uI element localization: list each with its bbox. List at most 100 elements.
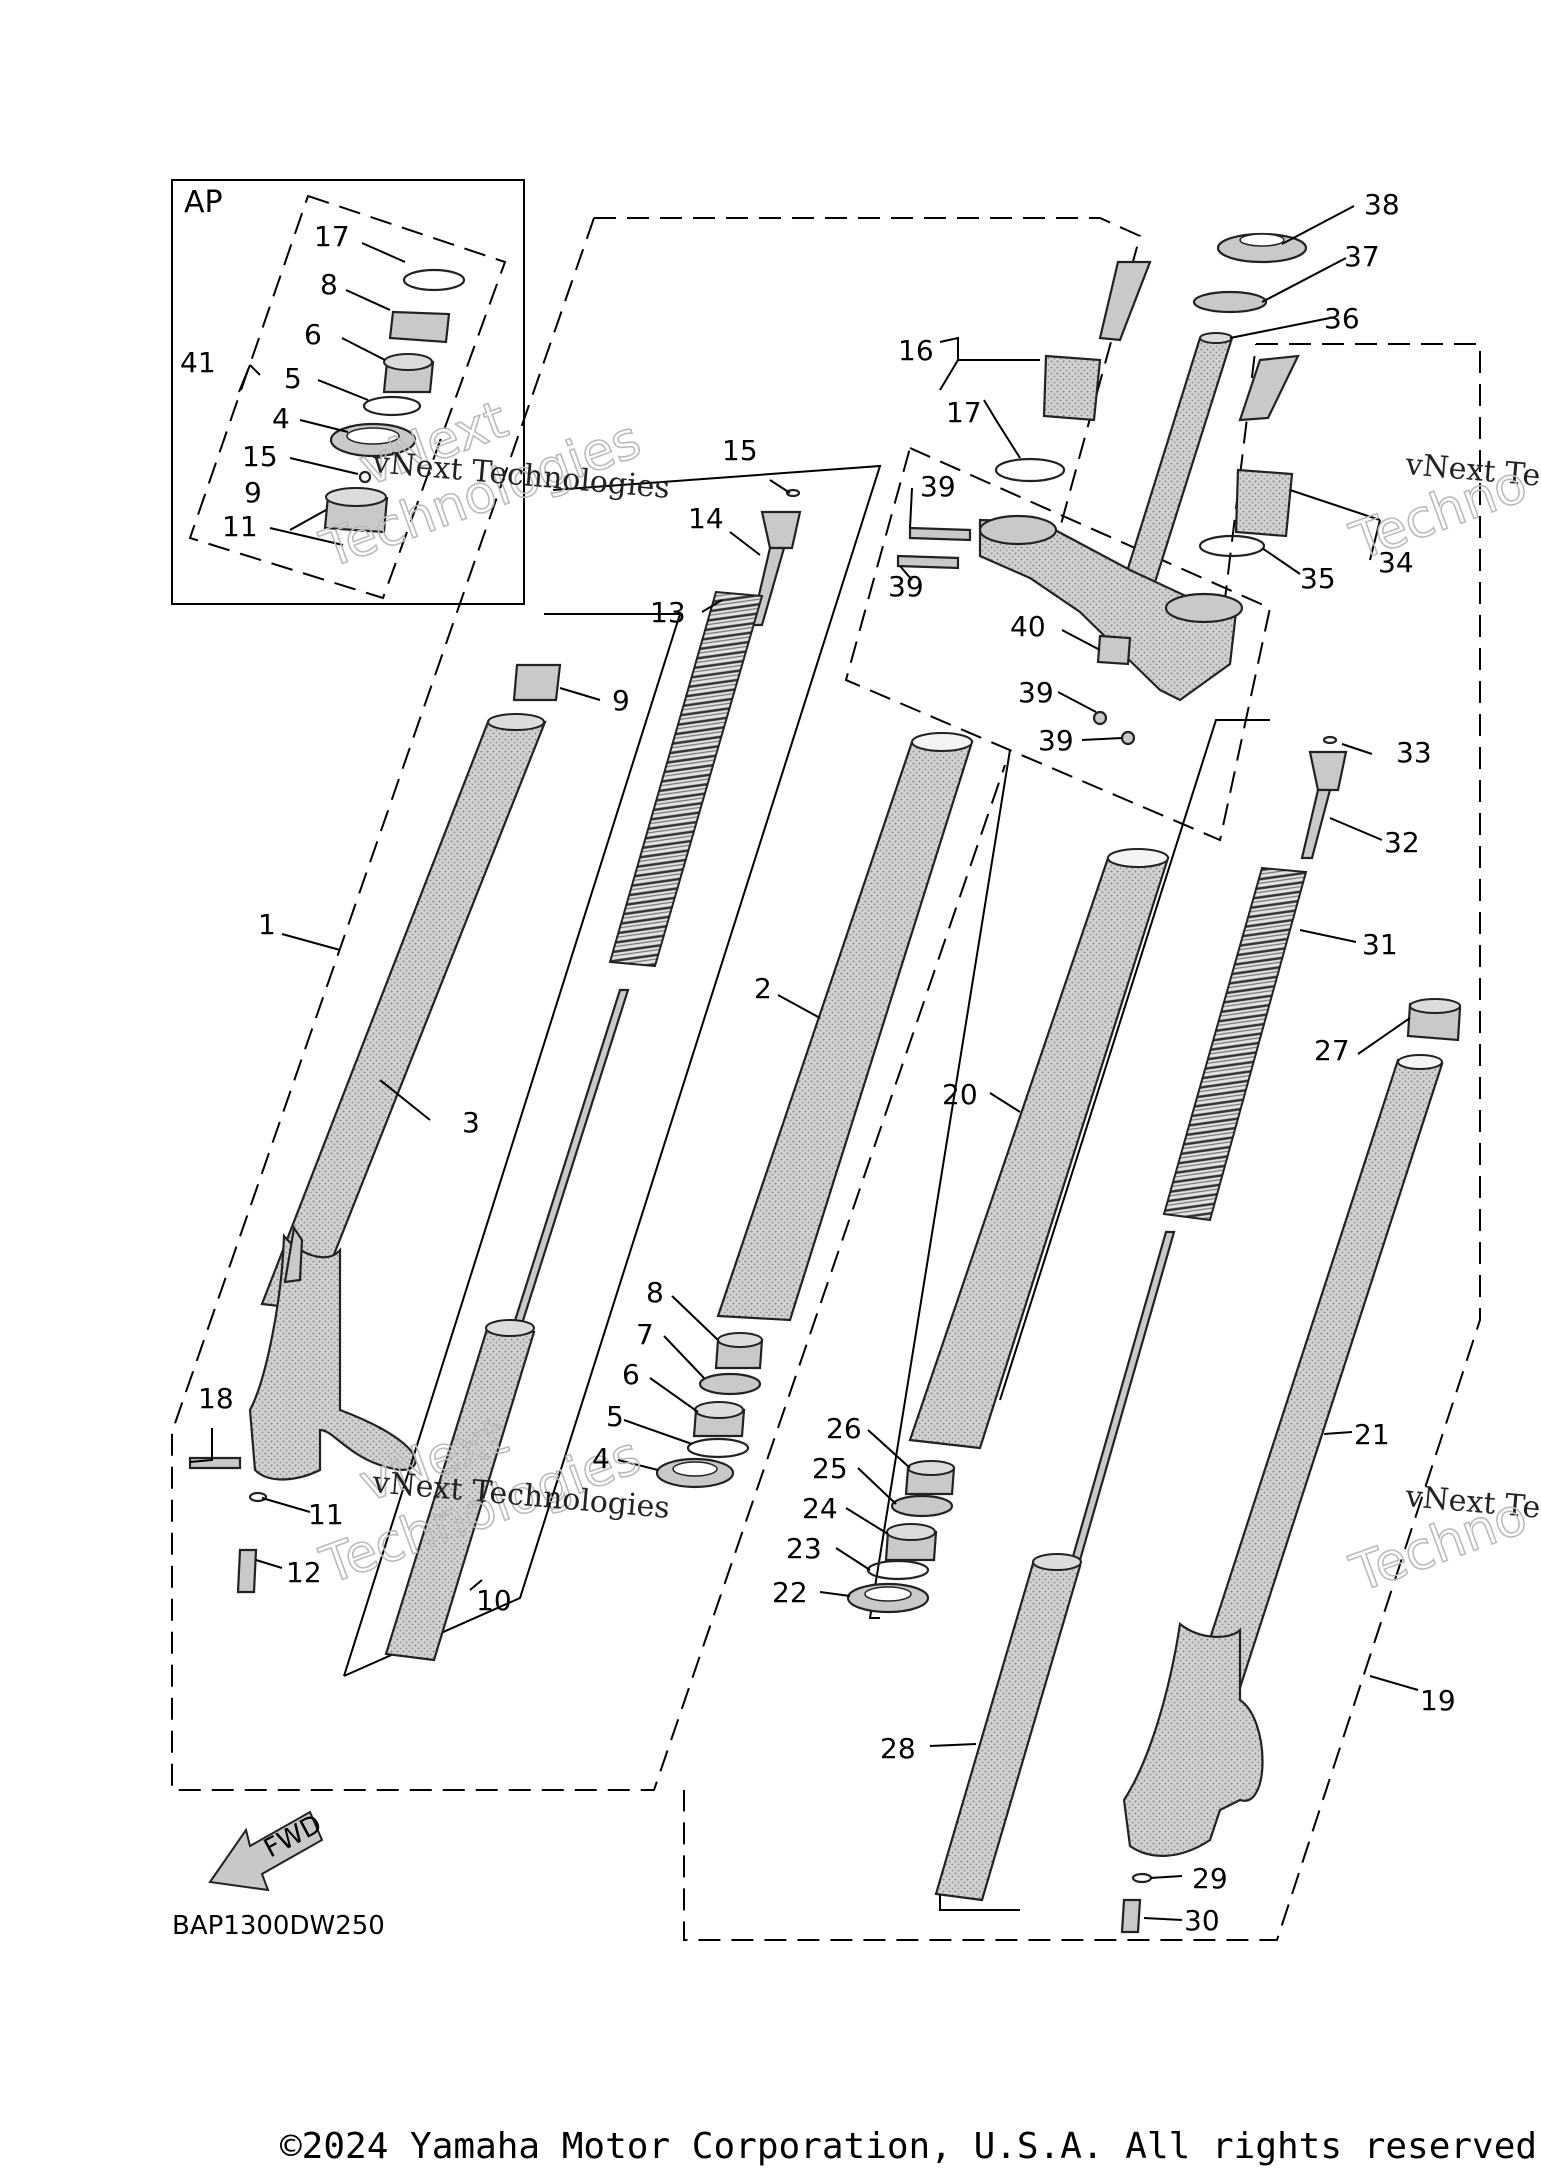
callout-21: 21: [1354, 1418, 1390, 1451]
callout-41: 41: [180, 346, 216, 379]
part-40-clamp: [1096, 634, 1132, 666]
inset-ap-box: AP: [171, 179, 525, 605]
part-12-bolt: [236, 1548, 258, 1594]
callout-3: 3: [462, 1106, 480, 1139]
callout-14: 14: [688, 502, 724, 535]
callout-15: 15: [242, 440, 278, 473]
part-39-bolt-a: [908, 526, 972, 542]
callout-6: 6: [304, 318, 322, 351]
part-11-washer: [248, 1491, 268, 1503]
callout-7: 7: [636, 1318, 654, 1351]
callout-29: 29: [1192, 1862, 1228, 1895]
left-fork-assembly: [188, 663, 562, 1594]
part-37-bearing: [1192, 290, 1268, 314]
callout-24: 24: [802, 1492, 838, 1525]
callout-33: 33: [1396, 736, 1432, 769]
diagram-code: BAP1300DW250: [172, 1911, 385, 1941]
callout-34: 34: [1378, 546, 1414, 579]
callout-27: 27: [1314, 1034, 1350, 1067]
callout-16: 16: [898, 334, 934, 367]
callout-labels: 17 8 6 41 5 4 15 9 11 9 1 3 15 14 13 16 …: [180, 188, 1456, 1937]
copyright-text: ©2024 Yamaha Motor Corporation, U.S.A. A…: [280, 2126, 1537, 2167]
part-35-oring: [1198, 534, 1266, 558]
callout-8: 8: [320, 268, 338, 301]
callout-9: 9: [244, 476, 262, 509]
leader-lines: [189, 205, 1419, 1921]
part-9-bush: [512, 663, 562, 702]
callout-22: 22: [772, 1576, 808, 1609]
part-3-axle-bracket: [248, 1233, 417, 1481]
callout-18: 18: [198, 1382, 234, 1415]
callout-39b: 39: [888, 570, 924, 603]
part-13-fork-spring: [608, 590, 764, 968]
steering-assembly: [896, 232, 1308, 746]
callout-25: 25: [812, 1452, 848, 1485]
middle-tubes: [716, 732, 1170, 1619]
callout-4b: 4: [592, 1442, 610, 1475]
callout-6b: 6: [622, 1358, 640, 1391]
callout-20: 20: [942, 1078, 978, 1111]
part-17-oring: [994, 457, 1066, 483]
part-34-adjuster-knob: [1238, 354, 1300, 422]
callout-39a: 39: [920, 470, 956, 503]
part-39-bolt-c: [1092, 710, 1108, 726]
part-25-washer: [890, 1494, 954, 1518]
callout-10: 10: [476, 1584, 512, 1617]
callout-8b: 8: [646, 1276, 664, 1309]
inset-box-label: AP: [184, 185, 223, 220]
part-7-washer: [698, 1372, 762, 1396]
part-3-inner-tube: [260, 720, 547, 1312]
part-33-clip: [1322, 735, 1338, 745]
part-31-fork-spring: [1162, 866, 1308, 1222]
part-15-clip: [785, 488, 801, 498]
part-16-cap-bolt: [1042, 354, 1102, 422]
part-5-clip-inset: [362, 395, 422, 417]
callout-38: 38: [1364, 188, 1400, 221]
part-34-cap-bolt: [1234, 468, 1294, 538]
callout-9b: 9: [612, 684, 630, 717]
callout-2: 2: [754, 972, 772, 1005]
part-14-cap-bolt: [760, 510, 802, 550]
part-10-damper-rod: [510, 988, 630, 1332]
part-17-oring-inset: [402, 268, 466, 292]
part-39-bolt-d: [1120, 730, 1136, 746]
callout-5b: 5: [606, 1400, 624, 1433]
part-39-bolt-b: [896, 554, 960, 570]
callout-12: 12: [286, 1556, 322, 1589]
callout-17: 17: [314, 220, 350, 253]
part-36-steering-stem: [1118, 336, 1234, 600]
left-seal-stack: [655, 1332, 764, 1489]
callout-5: 5: [284, 362, 302, 395]
callout-39c: 39: [1018, 676, 1054, 709]
part-16-adjuster-knob: [1098, 260, 1152, 342]
callout-4: 4: [272, 402, 290, 435]
callout-17b: 17: [946, 396, 982, 429]
callout-23: 23: [786, 1532, 822, 1565]
callout-30: 30: [1184, 1904, 1220, 1937]
part-28-damper-rod: [1070, 1230, 1176, 1562]
right-fork-assembly: [1120, 998, 1462, 1934]
callout-11b: 11: [308, 1498, 344, 1531]
part-21-axle-bracket: [1122, 1621, 1264, 1857]
part-21-inner-tube: [1190, 1058, 1444, 1702]
part-32-cap-bolt: [1308, 750, 1348, 792]
callout-11: 11: [222, 510, 258, 543]
part-5-clip: [686, 1437, 750, 1459]
part-23-clip: [866, 1559, 930, 1581]
part-18-bolt: [188, 1456, 242, 1470]
part-15-ring-inset: [358, 470, 372, 484]
callout-19: 19: [1420, 1684, 1456, 1717]
callout-35: 35: [1300, 562, 1336, 595]
callout-39d: 39: [1038, 724, 1074, 757]
callout-36: 36: [1324, 302, 1360, 335]
part-30-bolt: [1120, 1898, 1142, 1934]
forward-direction-arrow: FWD: [208, 1809, 327, 1892]
callout-1: 1: [258, 908, 276, 941]
right-seal-stack: [846, 1460, 956, 1614]
left-damper-assembly: [343, 464, 882, 1677]
part-28-damper-cylinder: [934, 1558, 1082, 1902]
callout-28: 28: [880, 1732, 916, 1765]
part-8-bush-inset: [388, 310, 451, 344]
part-40-under-bracket: [978, 518, 1238, 702]
